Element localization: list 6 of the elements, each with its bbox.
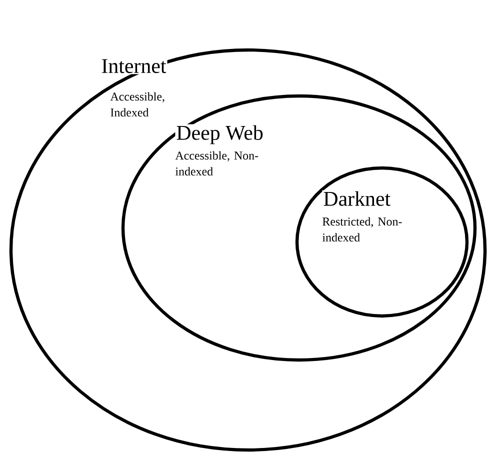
region-description: Accessible, Non-indexed (175, 151, 258, 176)
region-title: Darknet (322, 190, 392, 207)
region-title: Internet (100, 58, 168, 74)
region-title: Deep Web (175, 124, 264, 146)
region-description: Restricted, Non-indexed (322, 217, 402, 242)
region-description: Accessible, Indexed (110, 92, 164, 117)
